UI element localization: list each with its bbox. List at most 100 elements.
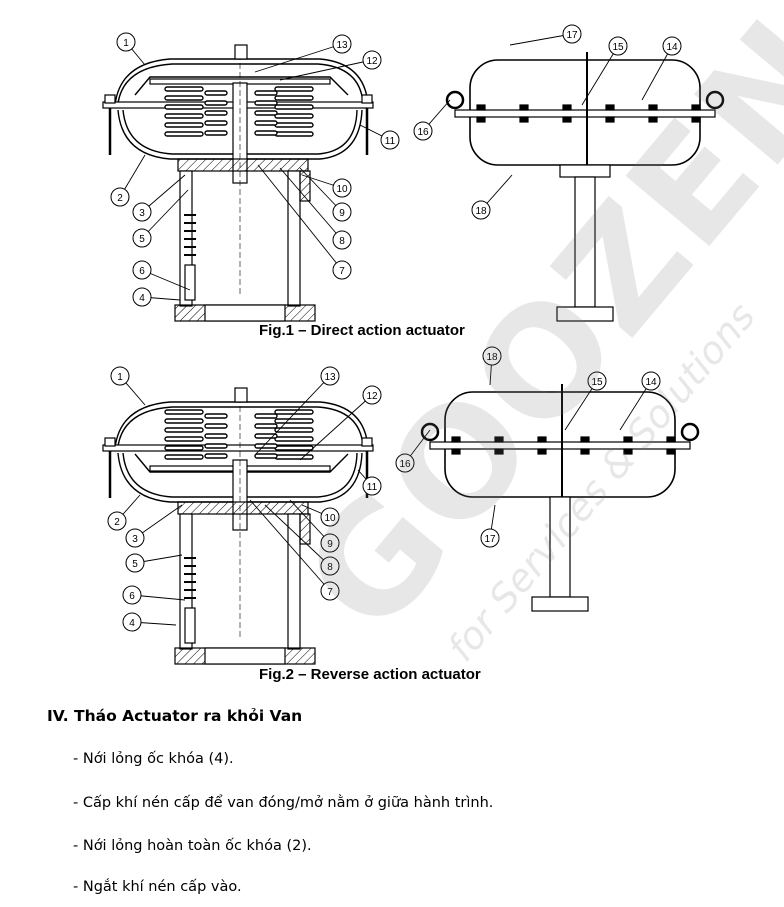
spring-coil xyxy=(164,445,204,451)
callout-circle xyxy=(332,202,352,222)
drawing-line xyxy=(257,164,343,271)
callout-label: 17 xyxy=(484,534,496,545)
callout-circle xyxy=(132,228,152,248)
bolt-left-nut xyxy=(104,437,116,447)
callout-circle xyxy=(332,260,352,280)
callout-circle xyxy=(122,612,142,632)
callout-circle xyxy=(110,366,130,386)
callout-circle xyxy=(320,366,340,386)
step-item: - Nới lỏng hoàn toàn ốc khóa (2). xyxy=(73,838,312,854)
yoke-top-plate xyxy=(177,158,309,172)
fig2-outline-view xyxy=(420,384,700,612)
callout-label: 3 xyxy=(132,534,138,545)
coupling-bolt xyxy=(184,264,196,301)
callout-label: 6 xyxy=(129,591,135,602)
callout-label: 10 xyxy=(324,513,336,524)
callout-circle xyxy=(110,187,130,207)
lock-nut-10 xyxy=(299,170,311,202)
callout-circle xyxy=(132,260,152,280)
callout-label: 15 xyxy=(612,42,624,53)
spring-coil xyxy=(204,433,228,439)
callout-label: 13 xyxy=(324,372,336,383)
callout-label: 6 xyxy=(139,266,145,277)
flange-band xyxy=(454,109,716,118)
callout-label: 17 xyxy=(566,30,578,41)
callout-circle xyxy=(608,36,628,56)
callout-label: 7 xyxy=(327,587,333,598)
callout-circle xyxy=(116,32,136,52)
flange-bolt-ring xyxy=(102,444,374,452)
lower-casing xyxy=(117,109,363,160)
spring-coil xyxy=(204,110,228,116)
callout-circle xyxy=(587,371,607,391)
fig1-outline-view xyxy=(445,52,725,322)
callout-label: 18 xyxy=(475,206,487,217)
fig1-section-view xyxy=(102,44,374,322)
spring-coil xyxy=(274,436,314,442)
callout-label: 5 xyxy=(139,234,145,245)
spring-coil xyxy=(164,95,204,101)
callout-circle xyxy=(122,585,142,605)
spring-coil xyxy=(204,100,228,106)
bolt-head xyxy=(623,436,633,443)
spring-coil xyxy=(274,427,314,433)
drawing-line xyxy=(264,504,331,567)
callout-circle xyxy=(362,476,382,496)
yoke-column xyxy=(574,176,596,308)
bolt-nut xyxy=(537,448,547,455)
callout-circle xyxy=(413,121,433,141)
bolt-right-nut xyxy=(361,94,373,104)
callout-circle xyxy=(320,507,340,527)
yoke-top-plate xyxy=(177,501,309,515)
bolt-right-nut xyxy=(361,437,373,447)
air-connection xyxy=(234,44,248,60)
callout-label: 2 xyxy=(114,517,120,528)
callout-circle xyxy=(482,346,502,366)
drawing-line xyxy=(299,167,343,213)
bolt-head xyxy=(691,104,701,111)
spring-coil xyxy=(204,90,228,96)
spring-coil xyxy=(164,454,204,460)
callout-circle xyxy=(132,202,152,222)
lifting-eye-left xyxy=(445,90,465,110)
yoke-bore xyxy=(204,647,286,665)
drawing-line xyxy=(279,59,373,81)
lifting-eye-right xyxy=(705,90,725,110)
bolt-nut xyxy=(519,116,529,123)
spring-coil xyxy=(274,113,314,119)
spring-coil xyxy=(204,130,228,136)
callout-label: 9 xyxy=(327,539,333,550)
spring-coil xyxy=(274,122,314,128)
bolt-nut xyxy=(648,116,658,123)
spring-coil xyxy=(254,130,278,136)
lower-casing xyxy=(117,452,363,503)
yoke-bore xyxy=(204,304,286,322)
spring-coil xyxy=(254,100,278,106)
callout-label: 13 xyxy=(336,40,348,51)
callout-label: 11 xyxy=(385,136,396,147)
yoke-right-leg xyxy=(287,513,301,650)
callout-circle xyxy=(320,533,340,553)
callout-label: 16 xyxy=(399,459,411,470)
coupling-bolt xyxy=(184,607,196,644)
callout-label: 14 xyxy=(645,377,657,388)
spring-coil xyxy=(274,454,314,460)
spring-coil xyxy=(274,95,314,101)
spring-coil xyxy=(274,104,314,110)
spring-coil xyxy=(254,453,278,459)
fig2-section-view xyxy=(102,387,374,665)
yoke-foot xyxy=(531,596,589,612)
callout-circle xyxy=(395,453,415,473)
spring-coil xyxy=(254,120,278,126)
callout-circle xyxy=(320,581,340,601)
callout-label: 12 xyxy=(366,391,378,402)
spring-coil xyxy=(204,423,228,429)
spring-coil xyxy=(164,104,204,110)
bolt-nut xyxy=(562,116,572,123)
drawing-line xyxy=(509,33,573,46)
bolt-nut xyxy=(666,448,676,455)
bolt-head xyxy=(580,436,590,443)
